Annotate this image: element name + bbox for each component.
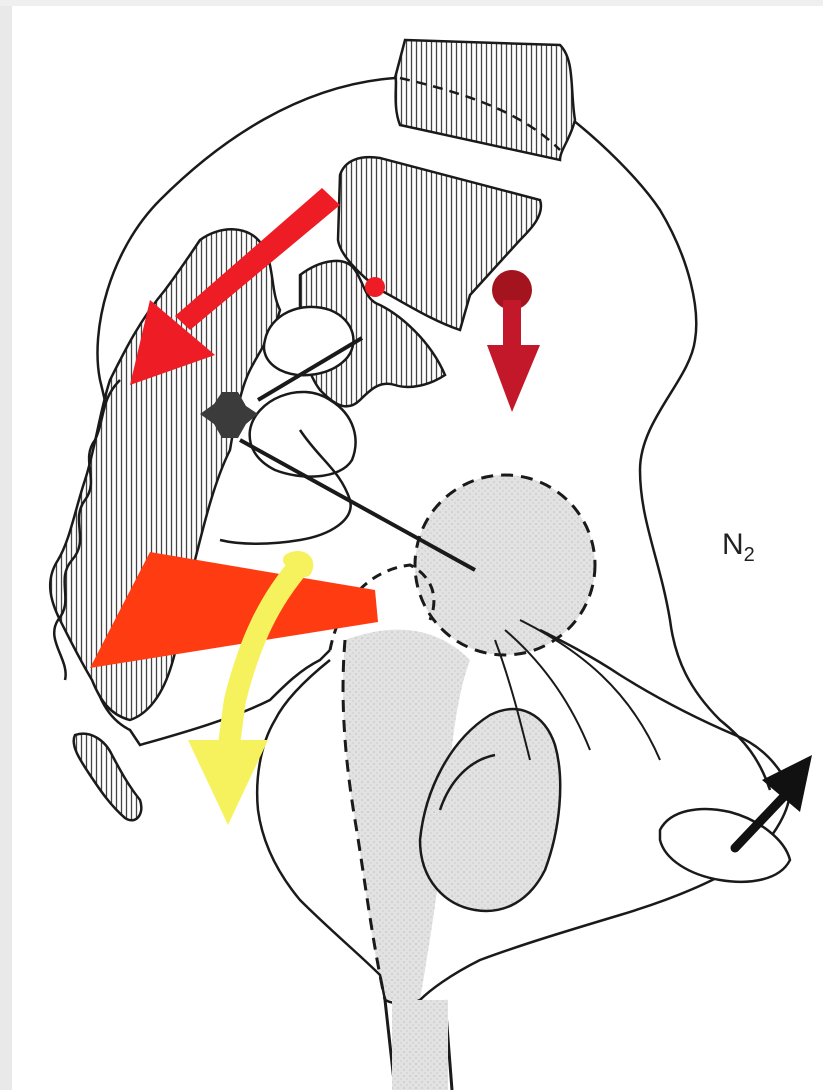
coccyx-tip — [74, 734, 142, 821]
femur-lower-fill — [392, 1000, 448, 1090]
red-dot — [365, 277, 385, 297]
dark-red-arrow — [487, 270, 540, 412]
foramen-oval-upper — [264, 307, 353, 375]
n2-label-sub: 2 — [744, 544, 755, 566]
femoral-head — [415, 475, 595, 655]
n2-label-main: N — [722, 528, 744, 561]
pubis-oval — [660, 809, 790, 882]
n2-label: N2 — [722, 528, 755, 567]
sacral-segment-top — [395, 40, 575, 160]
